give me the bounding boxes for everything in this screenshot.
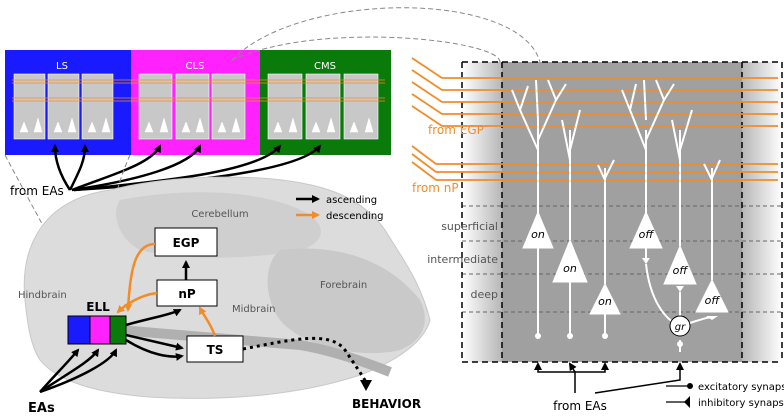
layer-deep: deep [471,288,499,301]
ell-maps-panel: LS CLS CMS from EAs [5,50,391,198]
map-mini-neurons [19,117,374,133]
layer-intermediate: intermediate [427,253,498,266]
from-np-label: from nP [412,181,459,195]
from-egp-label: from EGP [428,123,484,137]
inhibitory-legend-mark [684,396,690,408]
legend-ascending: ascending [326,195,377,206]
np-box [156,279,218,307]
descending-pathways [116,242,217,337]
layer-dividers [462,205,782,313]
egp-box [154,227,218,257]
inhibitory-label: inhibitory synapse [698,398,784,409]
ell-cls [89,315,111,345]
cerebellum-label: Cerebellum [191,209,248,220]
cell-label: on [598,295,612,308]
np-fibers [411,145,778,181]
forebrain-label: Forebrain [320,280,367,291]
cell-labels: on on on off off off [531,228,720,308]
midbrain-label: Midbrain [232,304,275,315]
legend-descending: descending [326,211,384,222]
map-input-fibers [51,144,322,192]
np-label: nP [178,287,196,301]
brainstem-tract [119,325,392,377]
ts-label: TS [207,343,224,357]
cell-off-2 [663,244,697,285]
excitatory-legend-dot [687,383,693,389]
circuit-input-fibers [534,362,684,394]
forebrain-region [267,248,425,354]
ell-ls [67,315,91,345]
cms-label: CMS [314,61,336,72]
circuit-from-eas-label: from EAs [553,399,607,413]
dendrites [511,79,721,284]
circuit-panel: superficial intermediate deep from EGP f… [411,57,784,413]
cell-label: off [705,294,721,307]
cell-label: on [563,262,577,275]
behavior-arrowhead [360,380,372,391]
behavior-label: BEHAVIOR [352,397,421,411]
cell-label: off [673,264,689,277]
cell-off-3 [695,278,729,313]
map-thumbnails [13,73,379,140]
column-borders [461,61,783,363]
cell-label: on [531,228,545,241]
eas-label: EAs [28,401,55,416]
egp-fibers [411,57,778,127]
ell-cms [109,315,127,345]
egp-label: EGP [173,236,200,250]
ls-label: LS [56,61,68,72]
hindbrain-label: Hindbrain [18,290,67,301]
granule-label: gr [675,322,686,333]
cls-label: CLS [186,61,205,72]
excitatory-label: excitatory synapse [698,382,784,393]
brain-diagram: Cerebellum Hindbrain Forebrain Midbrain … [18,176,431,416]
granule-cell [669,315,691,337]
maps-input-label: from EAs [10,184,64,198]
layer-superficial: superficial [441,220,498,233]
ell-label: ELL [86,300,110,314]
cell-label: off [639,228,655,241]
synapse-markers [535,258,718,347]
ascending-pathways [39,260,190,394]
map-orange-lines [12,79,385,102]
behavior-path [242,336,368,383]
